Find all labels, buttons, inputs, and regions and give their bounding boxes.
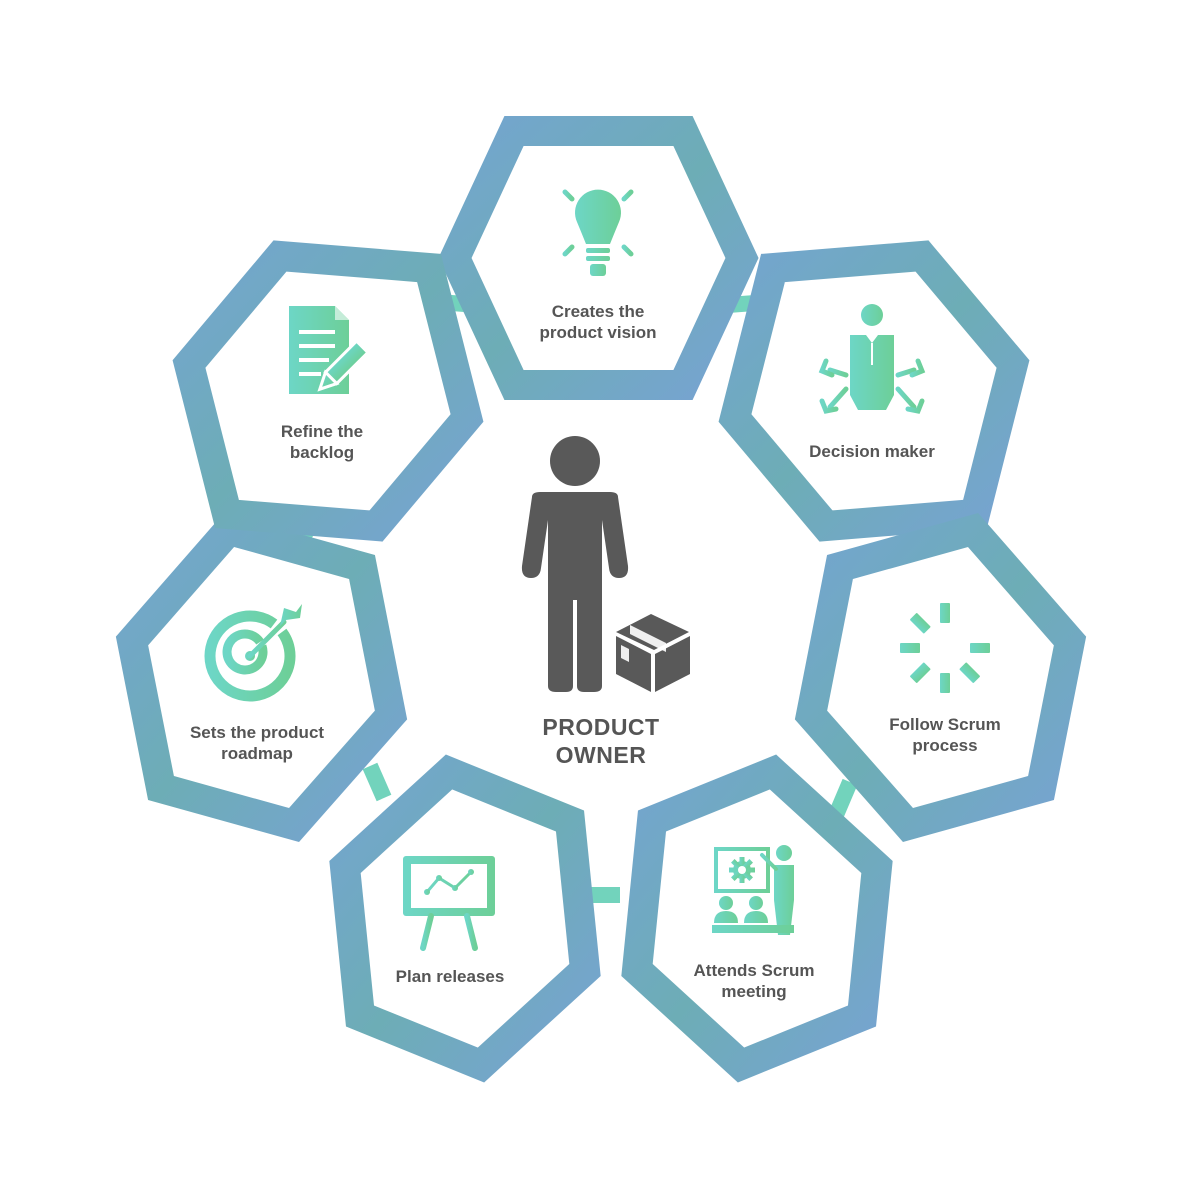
target-arrow-icon [204, 604, 302, 702]
label-backlog-line1: Refine the [281, 422, 363, 441]
presentation-meeting-icon [712, 845, 794, 935]
label-scrum-line1: Follow Scrum [889, 715, 1000, 734]
connector-scrum-meeting [828, 778, 858, 819]
label-meeting-line1: Attends Scrum [694, 961, 815, 980]
label-decision-line1: Decision maker [809, 442, 935, 461]
label-vision-line2: product vision [539, 323, 656, 342]
decision-maker-icon [818, 304, 926, 414]
label-vision-line1: Creates the [552, 302, 645, 321]
box-icon [616, 614, 690, 692]
label-backlog-line2: backlog [290, 443, 354, 462]
label-roadmap-line1: Sets the product [190, 723, 324, 742]
chart-easel-icon [403, 856, 495, 951]
label-roadmap-line2: roadmap [221, 744, 293, 763]
lightbulb-icon [547, 177, 649, 276]
center-title-line1: PRODUCT [542, 714, 659, 740]
person-icon [521, 436, 629, 692]
label-scrum-line2: process [912, 736, 977, 755]
hex-roadmap [115, 513, 408, 842]
document-pencil-icon [289, 306, 370, 394]
label-releases-line1: Plan releases [396, 967, 505, 986]
loading-spinner-icon [900, 603, 990, 693]
connector-releases-roadmap [362, 762, 392, 802]
hex-labels: Creates the product vision Decision make… [190, 302, 1001, 1001]
label-meeting-line2: meeting [721, 982, 786, 1001]
center-title-line2: OWNER [556, 742, 647, 768]
